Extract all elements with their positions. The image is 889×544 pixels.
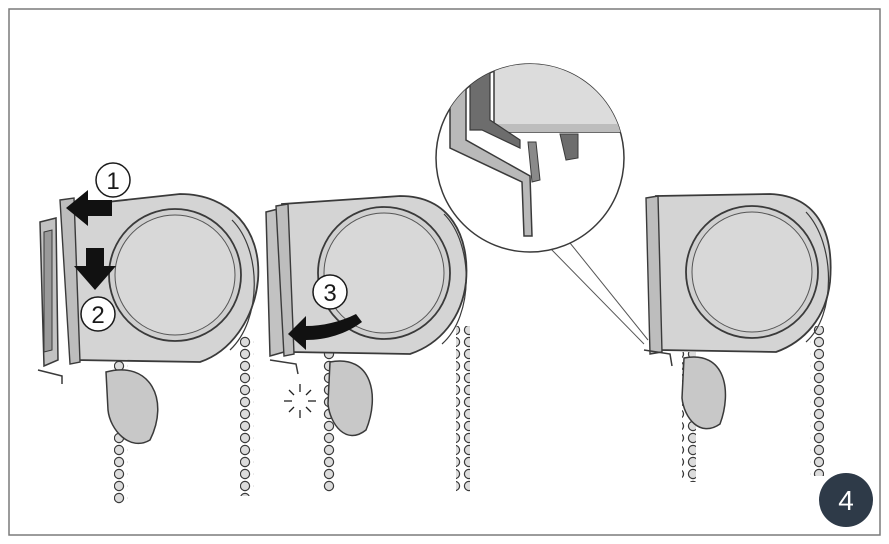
cord-weight [681,356,727,430]
step-marker-1: 1 [95,162,131,198]
svg-text:4: 4 [838,485,854,516]
zoom-callout-icon [435,63,649,345]
step-marker-2: 2 [80,296,116,332]
wall-bracket-left [37,217,63,384]
black-arrow-icon [66,190,112,226]
black-arrow-icon [74,248,116,290]
bead-chain-right [810,326,824,476]
cord-weight [327,360,373,437]
bead-chain-right [240,336,254,496]
panel-step-3: 3 [265,195,470,492]
cord-weight [105,369,159,445]
svg-text:3: 3 [323,280,336,307]
roller-housing-3 [643,193,832,367]
svg-text:2: 2 [91,302,104,329]
svg-text:1: 1 [106,168,119,195]
roller-housing-2 [275,195,468,357]
panel-installed [643,193,832,482]
black-arrow-icon [288,314,362,350]
step-marker-3: 3 [312,274,348,310]
figure-number-badge: 4 [819,473,873,527]
bead-chain-right [456,326,470,492]
panel-step-1-2: 1 2 [37,162,260,504]
roller-housing-1 [59,193,260,365]
click-spark-icon [284,384,316,418]
